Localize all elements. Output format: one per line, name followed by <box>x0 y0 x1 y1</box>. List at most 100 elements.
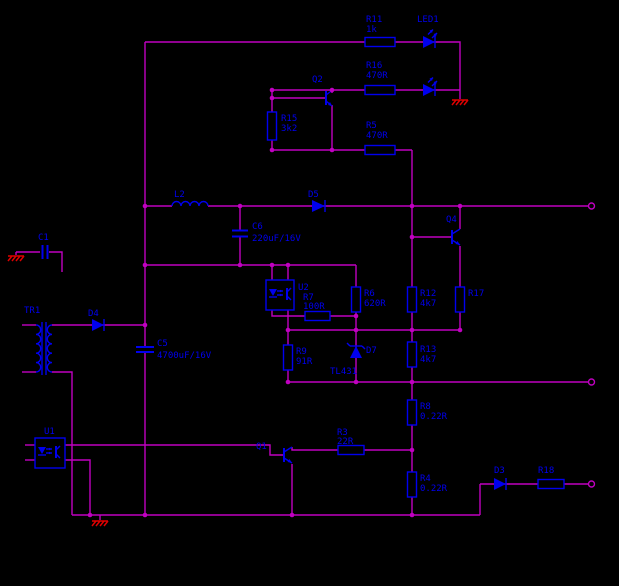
component-ref: R3 <box>337 428 348 438</box>
component-ref: R13 <box>420 345 436 355</box>
component-value: 470R <box>366 71 388 81</box>
wires <box>15 41 588 520</box>
resistor-body <box>304 310 331 322</box>
inductor-l2: L2 <box>171 190 209 207</box>
component-ref: Q4 <box>446 215 457 225</box>
component-ref: R15 <box>281 114 297 124</box>
diode-d5: D5 <box>308 190 326 212</box>
component-ref: R7 <box>303 293 314 303</box>
zener-wing <box>361 345 366 350</box>
output-terminal-2 <box>587 378 596 386</box>
resistor-r16: R16 470R <box>364 61 396 96</box>
component-value: 220uF/16V <box>252 234 301 244</box>
ground-icon <box>451 99 469 106</box>
resistor-r8: R8 0.22R <box>406 399 448 426</box>
wire-segment <box>291 447 412 451</box>
component-value: 22R <box>337 437 354 447</box>
junction-dot <box>457 203 463 209</box>
junction-dot <box>269 87 275 93</box>
component-value: TL431 <box>330 367 357 377</box>
emitter-lead <box>286 295 292 301</box>
diode-icon <box>494 478 506 490</box>
junction-dot <box>289 512 295 518</box>
emitter-arrow <box>287 459 292 463</box>
opto-arrowhead <box>280 289 283 293</box>
junction-dot <box>142 262 148 268</box>
diode-d3: D3 <box>494 466 507 490</box>
resistor-body <box>266 111 278 141</box>
resistor-r7: R7 100R <box>303 293 331 322</box>
junction-dot <box>87 512 93 518</box>
resistor-body <box>282 344 294 371</box>
collector-lead <box>451 228 461 235</box>
component-ref: R4 <box>420 474 431 484</box>
resistor-body <box>364 144 396 156</box>
junction-dot <box>409 203 415 209</box>
junction-dot <box>142 203 148 209</box>
component-ref: C5 <box>157 339 168 349</box>
resistor-body <box>337 444 365 456</box>
junction-dot <box>269 147 275 153</box>
optocoupler-u1: U1 <box>34 427 66 469</box>
component-value: 91R <box>296 357 313 367</box>
capacitor-c6: C6 220uF/16V <box>232 222 301 244</box>
led-icon <box>269 289 277 296</box>
component-ref: U1 <box>44 427 55 437</box>
resistor-r6: R6 620R <box>350 286 386 313</box>
junction-dot <box>353 379 359 385</box>
component-value: 4700uF/16V <box>157 351 212 361</box>
wire-segment <box>65 459 91 515</box>
resistor-body <box>406 286 418 313</box>
component-value: 3k2 <box>281 124 297 134</box>
primary-coil <box>35 324 42 373</box>
component-ref: C6 <box>252 222 263 232</box>
component-ref: R12 <box>420 289 436 299</box>
component-ref: L2 <box>174 190 185 200</box>
resistor-r15: R15 3k2 <box>266 111 297 141</box>
component-ref: C1 <box>38 233 49 243</box>
ground-symbols <box>7 99 469 527</box>
resistor-body <box>364 84 396 96</box>
junction-dot <box>409 447 415 453</box>
component-ref: D7 <box>366 346 377 356</box>
component-ref: R16 <box>366 61 382 71</box>
resistor-r13: R13 4k7 <box>406 341 436 368</box>
component-value: 620R <box>364 299 386 309</box>
resistor-r5: R5 470R <box>364 121 396 156</box>
junction-dots <box>87 87 463 518</box>
resistor-body <box>406 471 418 498</box>
component-ref: R17 <box>468 289 484 299</box>
component-value: 0.22R <box>420 484 448 494</box>
optocoupler-u2: U2 <box>265 279 309 311</box>
junction-dot <box>329 147 335 153</box>
led-icon <box>423 84 435 96</box>
component-ref: R8 <box>420 402 431 412</box>
junction-dot <box>269 95 275 101</box>
diode-icon <box>92 319 104 331</box>
wire-segment <box>49 251 63 272</box>
emitter-arrow <box>455 241 460 245</box>
component-ref: R6 <box>364 289 375 299</box>
collector-lead <box>283 446 293 453</box>
component-ref: U2 <box>298 283 309 293</box>
led-arrowhead <box>429 77 433 81</box>
secondary-coil <box>46 324 53 373</box>
collector-lead <box>55 445 61 451</box>
resistor-body <box>406 341 418 368</box>
capacitor-c1: C1 <box>38 233 49 259</box>
component-ref: R18 <box>538 466 554 476</box>
wire-segment <box>52 371 73 515</box>
junction-dot <box>237 262 243 268</box>
transformer-tr1: TR1 <box>24 306 53 375</box>
capacitor-c5: C5 4700uF/16V <box>136 339 212 361</box>
wire-segment <box>145 41 461 90</box>
output-terminal-3 <box>587 480 596 488</box>
resistor-r9: R9 91R <box>282 344 313 371</box>
output-terminals <box>587 202 596 488</box>
opto-arrowhead <box>49 451 52 455</box>
wire-segment <box>65 444 283 456</box>
transistor-q1: Q1 <box>256 442 293 464</box>
component-value: 0.22R <box>420 412 448 422</box>
